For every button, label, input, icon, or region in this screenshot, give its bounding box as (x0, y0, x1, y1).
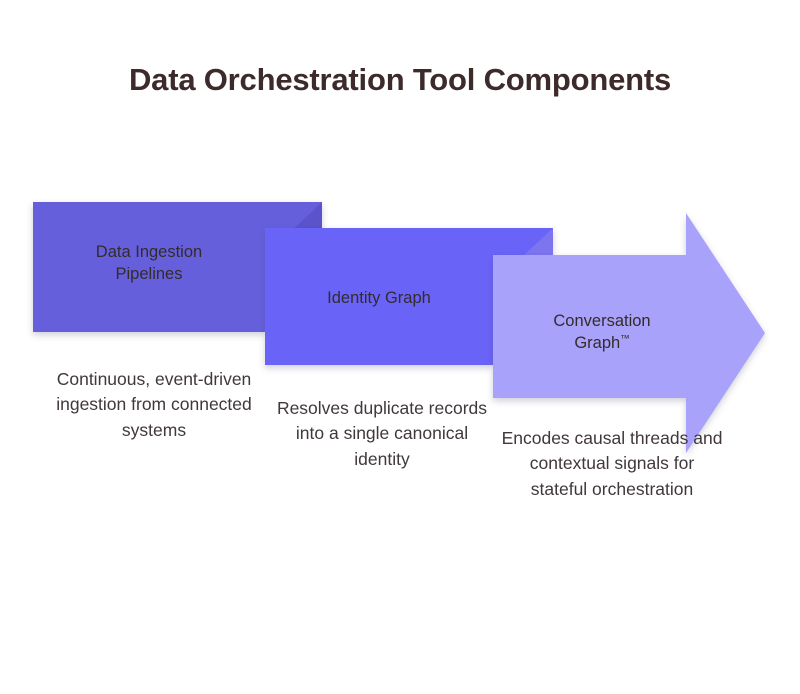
stage-body-1 (33, 202, 322, 332)
stage-caption-1: Continuous, event-driven ingestion from … (56, 369, 252, 440)
stage-shape-3[interactable] (493, 213, 765, 453)
stage-caption-2: Resolves duplicate records into a single… (276, 398, 488, 469)
stage-caption-3: Encodes causal threads and contextual si… (501, 428, 723, 499)
stage-body-3 (493, 213, 765, 453)
page-title: Data Orchestration Tool Components (128, 62, 672, 97)
stage-body-2 (265, 228, 553, 365)
